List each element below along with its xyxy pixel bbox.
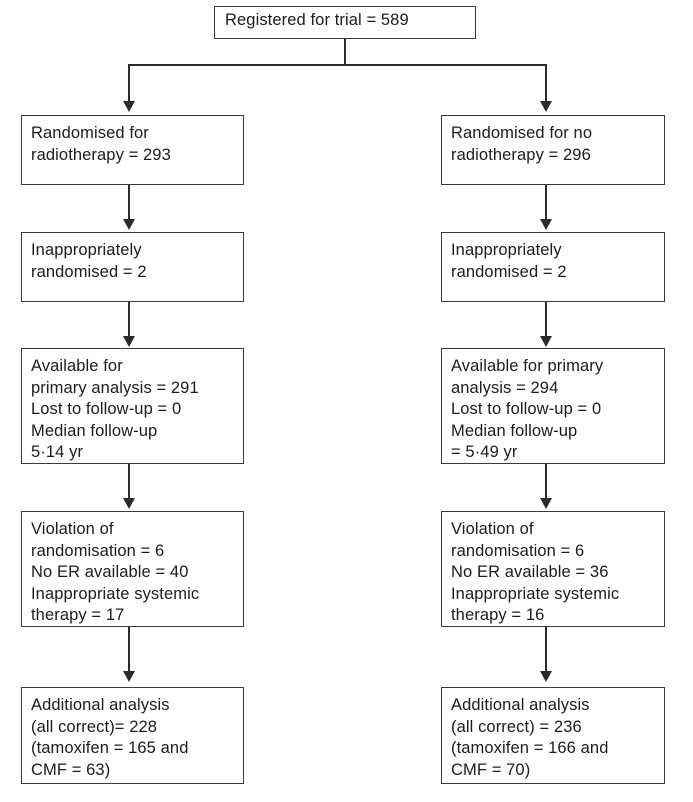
- connector-left-1: [128, 185, 130, 221]
- node-left-inappropriate: Inappropriately randomised = 2: [21, 232, 244, 302]
- node-left-violation: Violation of randomisation = 6 No ER ava…: [21, 511, 244, 627]
- connector-left-2: [128, 302, 130, 338]
- arrowhead-left-2: [123, 336, 135, 347]
- node-left-randomised: Randomised for radiotherapy = 293: [21, 115, 244, 185]
- arrowhead-right-2: [540, 336, 552, 347]
- node-right-available: Available for primary analysis = 294 Los…: [441, 348, 665, 464]
- arrowhead-left-4: [123, 671, 135, 682]
- connector-split-left-drop: [128, 64, 130, 102]
- node-right-randomised: Randomised for no radiotherapy = 296: [441, 115, 665, 185]
- node-left-additional: Additional analysis (all correct)= 228 (…: [21, 687, 244, 784]
- node-right-additional: Additional analysis (all correct) = 236 …: [441, 687, 665, 784]
- arrowhead-right-1: [540, 219, 552, 230]
- connector-left-4: [128, 627, 130, 673]
- connector-split-bar: [128, 64, 346, 66]
- connector-right-2: [545, 302, 547, 338]
- connector-right-1: [545, 185, 547, 221]
- arrowhead-left-1: [123, 219, 135, 230]
- connector-right-4: [545, 627, 547, 673]
- arrowhead-left-3: [123, 498, 135, 509]
- connector-right-3: [545, 464, 547, 500]
- node-right-violation: Violation of randomisation = 6 No ER ava…: [441, 511, 665, 627]
- arrowhead-right-branch: [540, 101, 552, 112]
- connector-split-bar-right: [344, 64, 546, 66]
- node-registered: Registered for trial = 589: [214, 6, 476, 39]
- connector-split-right-drop: [545, 64, 547, 102]
- connector-registered-stem: [344, 39, 346, 65]
- arrowhead-left-branch: [123, 101, 135, 112]
- connector-left-3: [128, 464, 130, 500]
- arrowhead-right-3: [540, 498, 552, 509]
- node-right-inappropriate: Inappropriately randomised = 2: [441, 232, 665, 302]
- node-left-available: Available for primary analysis = 291 Los…: [21, 348, 244, 464]
- arrowhead-right-4: [540, 671, 552, 682]
